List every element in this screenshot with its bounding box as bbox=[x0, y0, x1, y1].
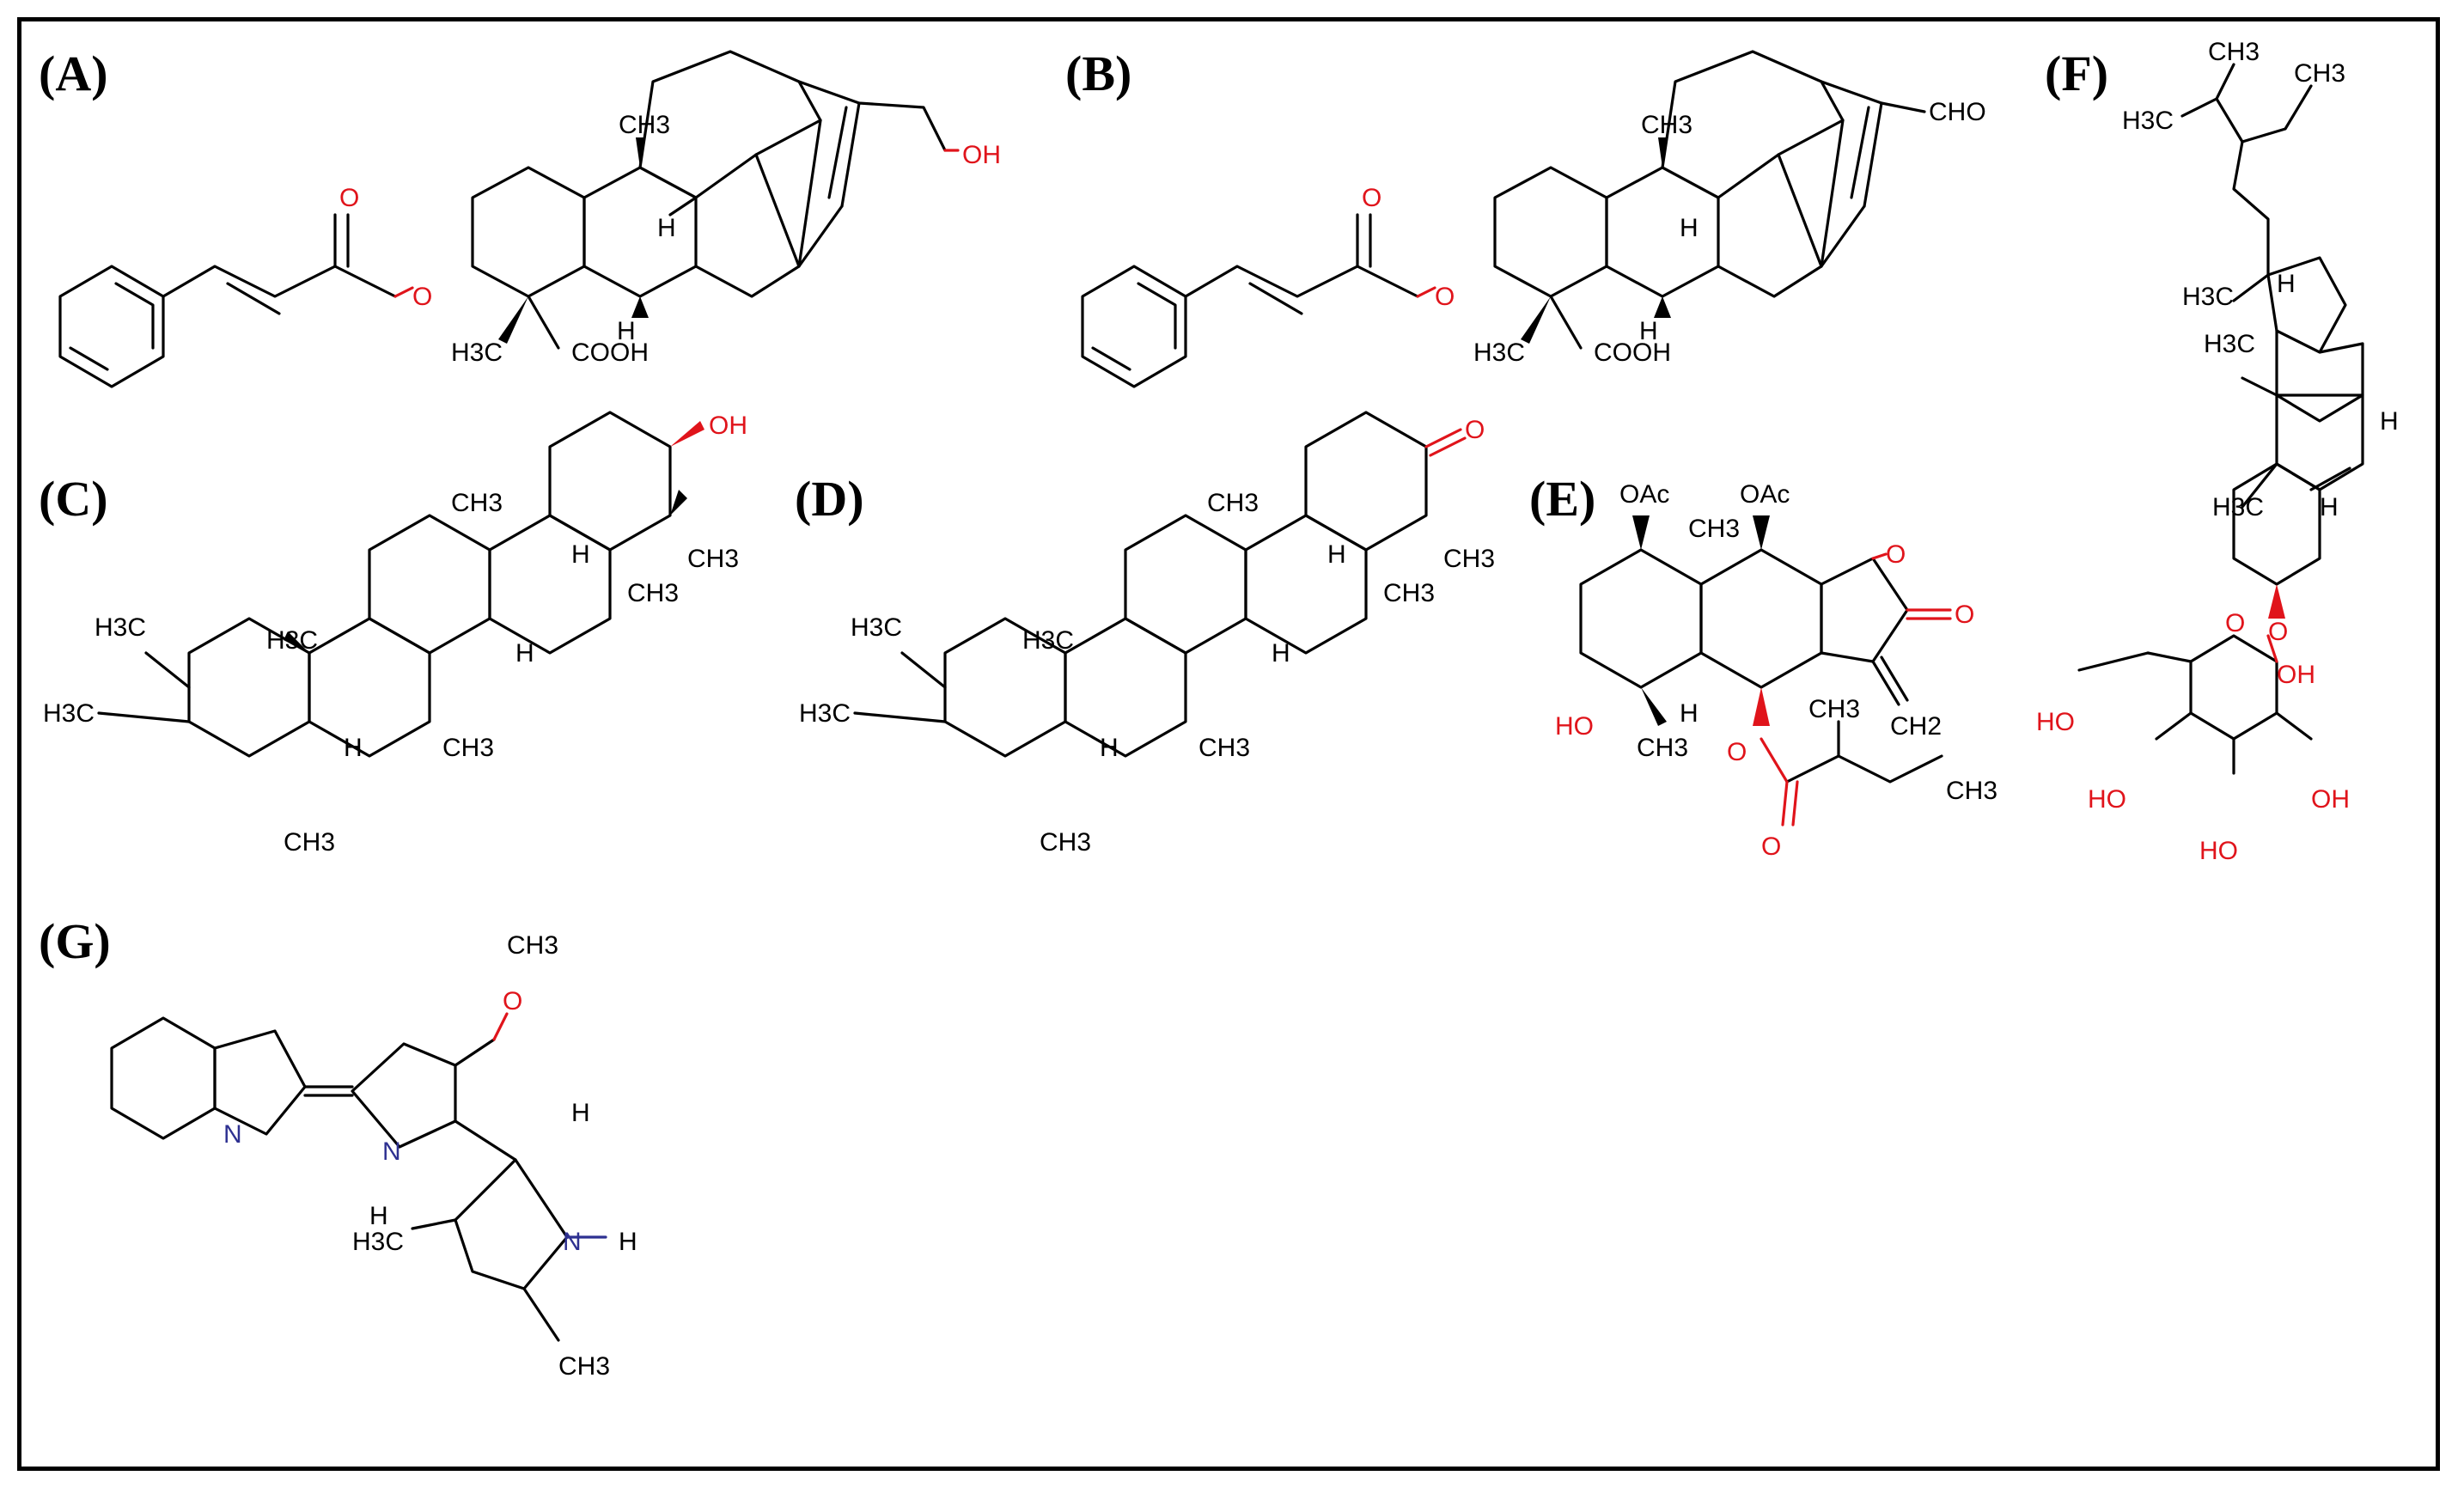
atom-b-cho: CHO bbox=[1929, 98, 1986, 126]
panel-g: (G) CH3 CH3 H3C O N N N H H H bbox=[39, 913, 637, 1381]
atom-d-h3ca: H3C bbox=[851, 613, 902, 642]
atom-c-ch3b: CH3 bbox=[687, 545, 739, 573]
atom-g-o: O bbox=[503, 987, 522, 1015]
atom-d-h1: H bbox=[1327, 540, 1346, 569]
atom-g-h2: H bbox=[369, 1202, 388, 1230]
atom-f-oh1: OH bbox=[2311, 785, 2350, 814]
panel-e: (E) OAc OAc CH3 CH3 CH3 CH3 CH2 HO H O O… bbox=[1529, 471, 1997, 861]
panel-label-b: (B) bbox=[1065, 46, 1131, 101]
atom-a-ch3: CH3 bbox=[619, 111, 670, 139]
atom-b-o1: O bbox=[1362, 184, 1381, 212]
atom-g-n3: N bbox=[563, 1228, 582, 1256]
atom-d-ch3d: CH3 bbox=[1198, 734, 1250, 762]
atom-c-h3cc: H3C bbox=[266, 626, 318, 655]
atom-e-ch3a: CH3 bbox=[1688, 515, 1740, 543]
atom-d-h2: H bbox=[1272, 639, 1290, 668]
atom-g-ch3a: CH3 bbox=[507, 931, 558, 960]
atom-b-ch3: CH3 bbox=[1641, 111, 1692, 139]
atom-c-h3ca: H3C bbox=[95, 613, 146, 642]
atom-e-oac1: OAc bbox=[1619, 480, 1669, 509]
atom-f-h3ca: H3C bbox=[2122, 107, 2174, 135]
atom-g-h1: H bbox=[571, 1099, 590, 1127]
atom-f-ha: H bbox=[2277, 270, 2296, 298]
panel-label-f: (F) bbox=[2045, 46, 2108, 101]
atom-e-ch3c: CH3 bbox=[1808, 695, 1860, 723]
atom-c-h3cb: H3C bbox=[43, 699, 95, 728]
atom-e-oac2: OAc bbox=[1740, 480, 1790, 509]
figure-frame bbox=[17, 17, 2440, 1471]
atom-a-h1: H bbox=[657, 214, 676, 242]
atom-d-ch3e: CH3 bbox=[1040, 828, 1091, 857]
atom-e-o3: O bbox=[1727, 738, 1747, 766]
atom-e-o1: O bbox=[1886, 540, 1906, 569]
atom-c-h1: H bbox=[571, 540, 590, 569]
atom-e-o4: O bbox=[1761, 832, 1781, 861]
atom-f-o1: O bbox=[2268, 618, 2288, 646]
atom-f-ch3b: CH3 bbox=[2294, 59, 2345, 88]
atom-e-ch3b: CH3 bbox=[1637, 734, 1688, 762]
atom-f-ho1: HO bbox=[2036, 708, 2075, 736]
panel-label-g: (G) bbox=[39, 913, 111, 969]
atom-c-ch3c: CH3 bbox=[627, 579, 679, 607]
atom-c-ch3d: CH3 bbox=[442, 734, 494, 762]
atom-d-o: O bbox=[1465, 416, 1485, 444]
atom-b-h1: H bbox=[1680, 214, 1699, 242]
atom-g-h3: H bbox=[619, 1228, 637, 1256]
panel-a: (A) OH O O CH3 H H H3C COOH bbox=[39, 46, 1001, 388]
atom-e-h: H bbox=[1680, 699, 1699, 728]
atom-d-h3cb: H3C bbox=[799, 699, 851, 728]
atom-f-h3cc: H3C bbox=[2204, 330, 2255, 358]
panel-f: (F) CH3 CH3 H3C H3C H3C H3C H H H HO HO … bbox=[2036, 38, 2399, 865]
atom-f-ch3a: CH3 bbox=[2208, 38, 2260, 66]
atom-c-h2: H bbox=[515, 639, 534, 668]
atom-a-h2: H bbox=[617, 317, 636, 345]
atom-b-cooh: COOH bbox=[1594, 338, 1671, 367]
atom-b-h2: H bbox=[1639, 317, 1658, 345]
atom-g-n2: N bbox=[382, 1137, 401, 1166]
atom-d-ch3b: CH3 bbox=[1443, 545, 1495, 573]
atom-f-h3cd: H3C bbox=[2212, 493, 2264, 521]
panel-label-a: (A) bbox=[39, 46, 108, 101]
atom-a-cooh: COOH bbox=[571, 338, 649, 367]
atom-c-h3: H bbox=[344, 734, 363, 762]
atom-a-h3c: H3C bbox=[451, 338, 503, 367]
atom-d-ch3a: CH3 bbox=[1207, 489, 1259, 517]
atom-f-ho3: HO bbox=[2199, 837, 2238, 865]
atom-e-ho: HO bbox=[1555, 712, 1594, 741]
panel-label-e: (E) bbox=[1529, 471, 1595, 527]
panel-label-c: (C) bbox=[39, 471, 108, 527]
atom-b-h3c: H3C bbox=[1473, 338, 1525, 367]
atom-g-n1: N bbox=[223, 1120, 242, 1149]
atom-f-ho2: HO bbox=[2088, 785, 2126, 814]
atom-d-h3cc: H3C bbox=[1022, 626, 1074, 655]
atom-e-ch2: CH2 bbox=[1890, 712, 1942, 741]
atom-f-hc: H bbox=[2320, 493, 2339, 521]
atom-f-hb: H bbox=[2380, 407, 2399, 436]
atom-d-h3: H bbox=[1100, 734, 1119, 762]
panel-c: (C) OH CH3 CH3 CH3 CH3 CH3 H3C H3C H3C H… bbox=[39, 411, 747, 857]
atom-b-o2: O bbox=[1435, 283, 1455, 311]
atom-g-ch3b: CH3 bbox=[558, 1352, 610, 1381]
atom-c-oh: OH bbox=[709, 412, 747, 440]
atom-f-o2: O bbox=[2225, 609, 2245, 637]
atom-e-o2: O bbox=[1955, 601, 1974, 629]
atom-a-oh: OH bbox=[962, 141, 1001, 169]
atom-c-ch3e: CH3 bbox=[284, 828, 335, 857]
atom-e-ch3d: CH3 bbox=[1946, 777, 1997, 805]
atom-a-o2: O bbox=[412, 283, 432, 311]
panel-b: (B) CHO O O CH3 H H H3C COOH bbox=[1065, 46, 1986, 388]
panel-d: (D) O CH3 CH3 CH3 CH3 CH3 H3C H3C H3C H … bbox=[795, 411, 1495, 857]
atom-f-h3cb: H3C bbox=[2182, 283, 2234, 311]
atom-f-oh2: OH bbox=[2277, 661, 2315, 689]
atom-d-ch3c: CH3 bbox=[1383, 579, 1435, 607]
atom-g-h3c: H3C bbox=[352, 1228, 404, 1256]
atom-c-ch3a: CH3 bbox=[451, 489, 503, 517]
panel-label-d: (D) bbox=[795, 471, 864, 527]
atom-a-o1: O bbox=[339, 184, 359, 212]
